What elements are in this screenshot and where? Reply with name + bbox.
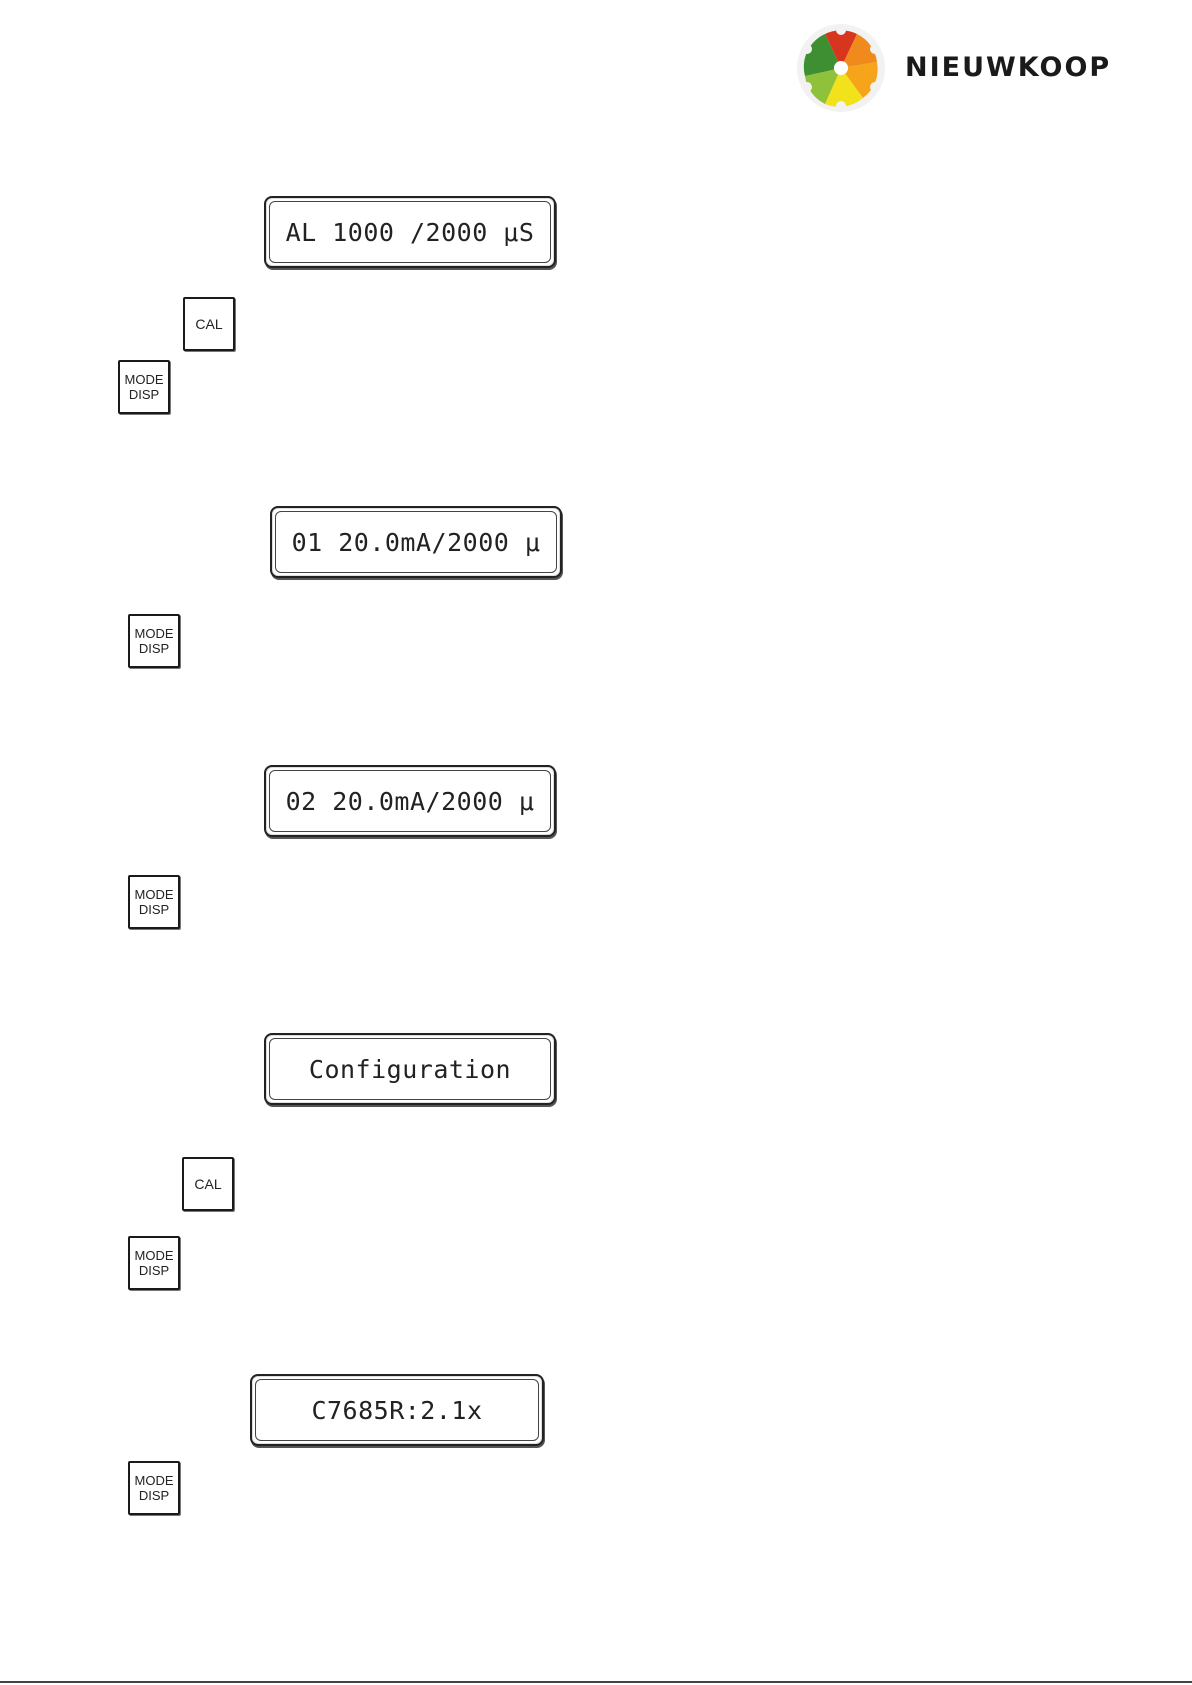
- page-bottom-rule: [0, 1681, 1192, 1683]
- cal-key[interactable]: CAL: [183, 297, 235, 351]
- disp-key-label: DISP: [139, 641, 169, 656]
- mode-key-label: MODE: [135, 887, 174, 902]
- lcd-display-alarm: AL 1000 /2000 μS: [264, 196, 556, 268]
- flower-gear-icon: [795, 22, 887, 114]
- lcd-display-output-1: 01 20.0mA/2000 μ: [270, 506, 562, 578]
- mode-key-label: MODE: [135, 1473, 174, 1488]
- mode-disp-key[interactable]: MODE DISP: [128, 1236, 180, 1290]
- disp-key-label: DISP: [139, 902, 169, 917]
- mode-disp-key[interactable]: MODE DISP: [128, 1461, 180, 1515]
- lcd-display-configuration: Configuration: [264, 1033, 556, 1105]
- disp-key-label: DISP: [129, 387, 159, 402]
- disp-key-label: DISP: [139, 1263, 169, 1278]
- nieuwkoop-logo: NIEUWKOOP: [795, 22, 1115, 114]
- mode-key-label: MODE: [125, 372, 164, 387]
- mode-disp-key[interactable]: MODE DISP: [118, 360, 170, 414]
- mode-key-label: MODE: [135, 1248, 174, 1263]
- cal-key[interactable]: CAL: [182, 1157, 234, 1211]
- cal-key-label: CAL: [194, 1177, 221, 1192]
- lcd-display-version: C7685R:2.1x: [250, 1374, 544, 1446]
- brand-name: NIEUWKOOP: [905, 52, 1111, 83]
- mode-key-label: MODE: [135, 626, 174, 641]
- mode-disp-key[interactable]: MODE DISP: [128, 614, 180, 668]
- disp-key-label: DISP: [139, 1488, 169, 1503]
- mode-disp-key[interactable]: MODE DISP: [128, 875, 180, 929]
- cal-key-label: CAL: [195, 317, 222, 332]
- lcd-display-output-2: 02 20.0mA/2000 μ: [264, 765, 556, 837]
